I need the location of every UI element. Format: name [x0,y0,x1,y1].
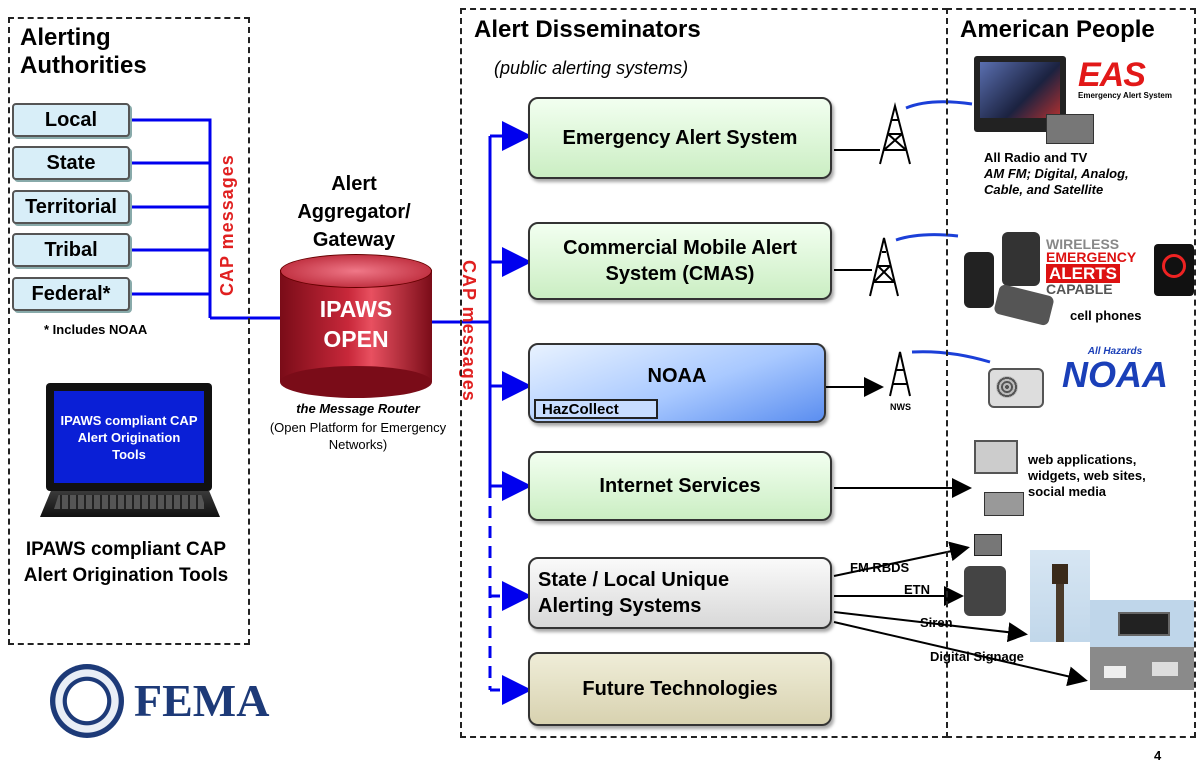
desk-phone-icon [964,566,1006,616]
page-number: 4 [1154,748,1162,763]
ipaws-open-cylinder: IPAWS OPEN [280,254,432,400]
box-cmas: Commercial Mobile Alert System (CMAS) [528,222,832,300]
digital-signage-label: Digital Signage [930,649,1024,664]
tower-eas-icon [879,102,911,165]
unique-line2: Alerting Systems [538,595,702,617]
digital-signage-photo [1090,600,1194,690]
laptop-icon: IPAWS compliant CAP Alert Origination To… [40,383,220,528]
cell-phones-label: cell phones [1070,308,1142,323]
cmas-line2: System (CMAS) [605,263,755,285]
wave-noaa [911,350,991,364]
siren-photo [1030,550,1090,642]
radio-device-icon [1046,114,1094,144]
line-local [132,118,212,318]
wave-eas [905,100,973,110]
noaa-weather-radio-logo: All Hazards NOAA [1062,346,1168,395]
tower-cmas-icon [869,237,899,297]
authority-tribal: Tribal [12,233,130,267]
box-unique-alerting: State / Local Unique Alerting Systems [528,557,832,629]
laptop-small-icon [984,492,1024,516]
dhs-seal-icon [50,664,124,738]
unique-line1: State / Local Unique [538,569,730,591]
siren-label: Siren [920,615,953,630]
cap-messages-label-right: CAP messages [459,260,479,402]
box-future-technologies: Future Technologies [528,652,832,726]
tower-noaa-icon [889,351,911,397]
eas-label: Emergency Alert System [562,127,798,149]
aggregator-title: Alert Aggregator/ Gateway [297,173,411,251]
open-label: OPEN [323,326,389,352]
eas-logo: EAS Emergency Alert System [1078,56,1172,100]
cap-messages-label-left: CAP messages [217,154,237,296]
smartphone-icon [1002,232,1040,286]
aggregator-caption-italic: the Message Router [296,401,420,416]
future-label: Future Technologies [582,678,778,700]
wave-cmas [895,233,959,242]
fema-logo: FEMA [134,675,270,726]
disseminators-subtitle: (public alerting systems) [494,58,689,78]
wea-logo: WIRELESS EMERGENCY ALERTS CAPABLE [1046,237,1196,300]
weather-radio-icon [988,368,1044,408]
fm-rbds-label: FM RBDS [850,560,910,575]
people-panel [946,8,1196,738]
radio-tv-text: All Radio and TV AM FM; Digital, Analog,… [984,150,1129,197]
authorities-footnote: * Includes NOAA [44,322,148,337]
ipaws-label: IPAWS [319,296,393,322]
aggregator-caption: (Open Platform for Emergency Networks) [269,420,447,452]
television-icon [974,56,1066,132]
computer-icon [974,440,1018,474]
authorities-title: Alerting Authorities [20,24,147,79]
laptop-screen: IPAWS compliant CAP Alert Origination To… [54,391,204,483]
disseminators-title: Alert Disseminators [474,16,701,43]
arrow-signage [833,621,1088,687]
noaa-label: NOAA [647,365,707,387]
hazcollect-label: HazCollect [534,399,658,419]
fm-rbds-device-icon [974,534,1002,556]
arrow-fm-rbds [833,541,970,577]
box-emergency-alert-system: Emergency Alert System [528,97,832,179]
people-title: American People [960,16,1155,43]
box-internet-services: Internet Services [528,451,832,521]
authorities-panel [8,17,250,645]
authority-federal: Federal* [12,277,130,311]
arrow-siren [833,611,1028,643]
authority-state: State [12,146,130,180]
tools-caption: IPAWS compliant CAP Alert Origination To… [23,539,229,586]
authority-local: Local [12,103,130,137]
box-noaa: NOAA HazCollect [528,343,826,423]
cell-phone-icon [964,252,994,308]
etn-label: ETN [904,582,930,597]
nws-label: NWS [890,402,911,412]
cmas-line1: Commercial Mobile Alert [563,237,797,259]
internet-label: Internet Services [599,475,761,497]
authority-territorial: Territorial [12,190,130,224]
web-text: web applications, widgets, web sites, so… [1028,452,1146,499]
